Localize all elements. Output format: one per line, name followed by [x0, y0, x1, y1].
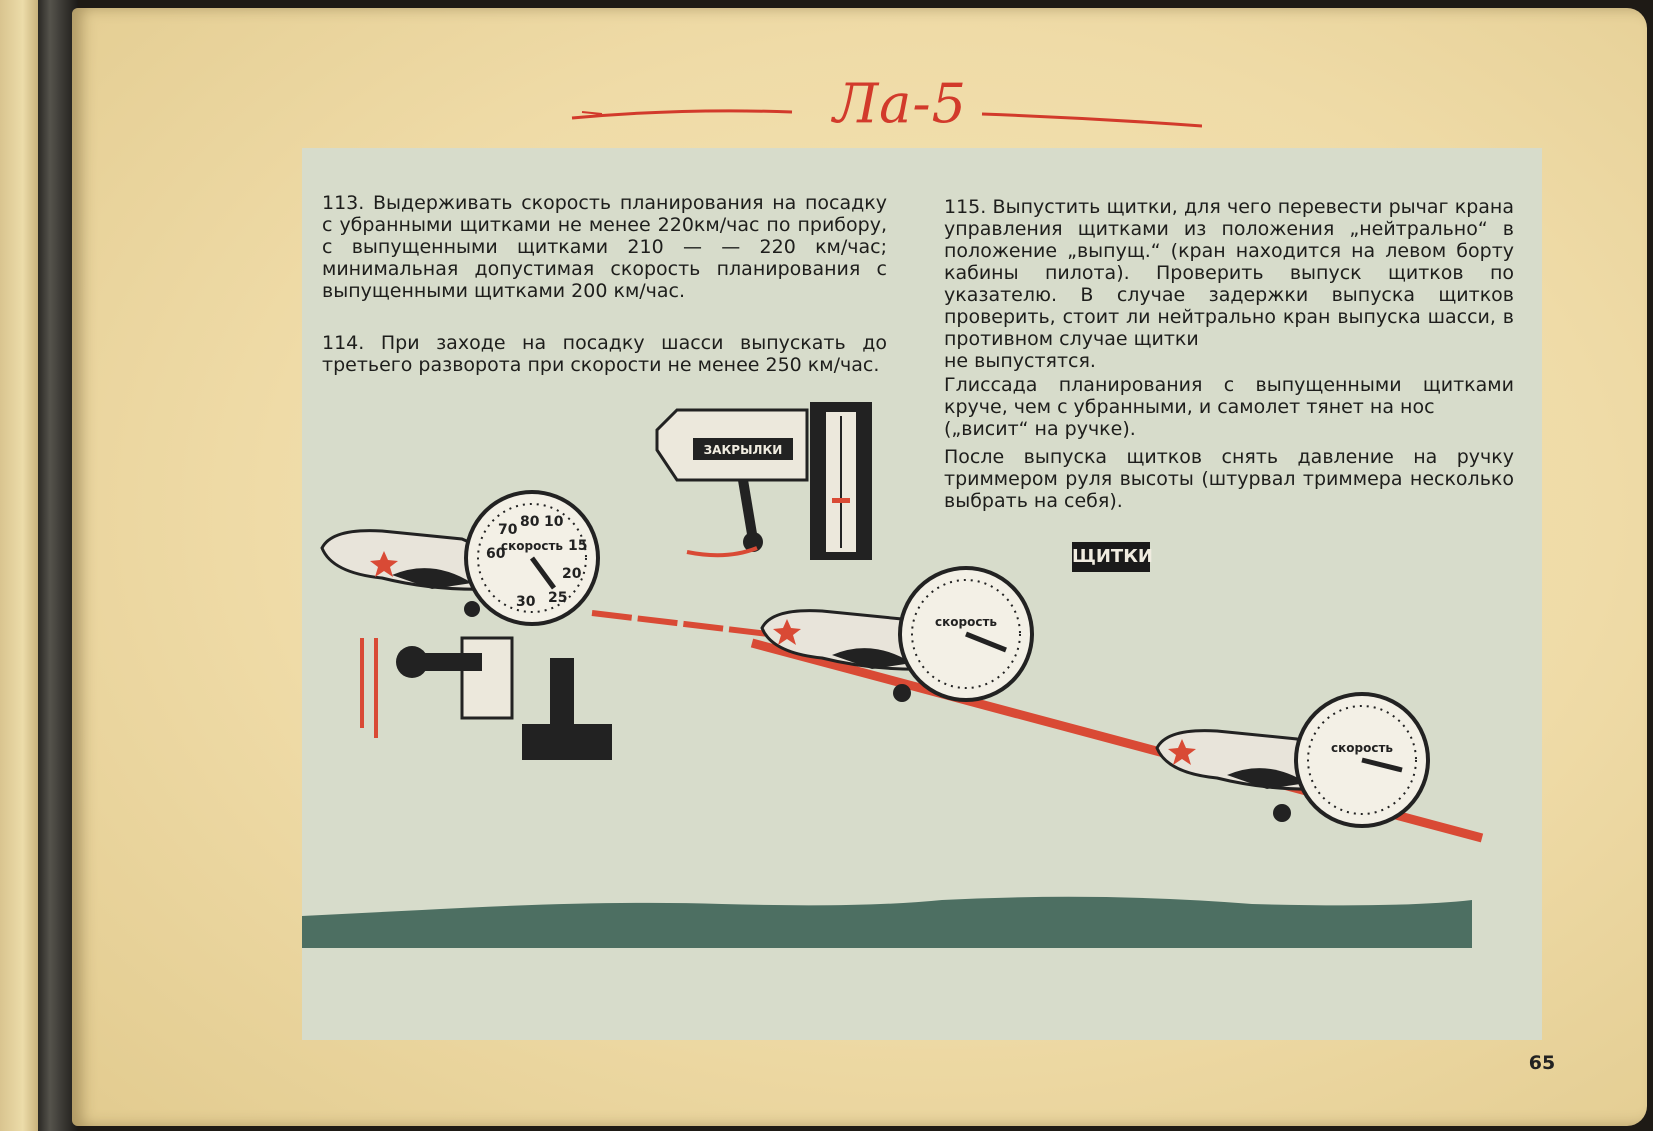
speedometer-3-needle	[1361, 757, 1403, 773]
ground-strip	[302, 896, 1472, 948]
aircraft-2-star	[773, 619, 801, 645]
title-rule-left	[571, 109, 793, 120]
speedometer-1-tick: 80	[520, 514, 540, 530]
aircraft-3-wheel	[1273, 804, 1291, 822]
paragraph-after-flaps: После выпуска щитков снять давление на р…	[944, 446, 1514, 512]
aircraft-1-fuselage	[320, 529, 514, 591]
flap-indicator-label: ЩИТКИ	[1072, 542, 1153, 572]
flap-indicator	[810, 402, 872, 560]
speedometer-1-tick: 10	[544, 514, 564, 530]
book-page: Ла-5	[72, 8, 1647, 1126]
speedometer-1-tick: 60	[486, 546, 506, 562]
aircraft-1	[320, 529, 514, 617]
paragraph-glide: Глиссада планирования с выпущенными щитк…	[944, 374, 1514, 440]
page-number: 65	[1528, 1052, 1556, 1074]
speedometer-2-label: скорость	[935, 615, 997, 629]
aircraft-3-star	[1168, 739, 1196, 765]
paragraph-glide-end: („висит“ на ручке).	[944, 418, 1136, 440]
paragraph-113: 113. Выдерживать скорость планирования н…	[322, 192, 887, 302]
aircraft-1-star	[370, 551, 398, 577]
landing-glide-illustration: скорость 70 80 10 15 20 25 30 60 скорост…	[302, 402, 1484, 948]
title-rule-right	[981, 112, 1202, 128]
gear-lever	[360, 636, 612, 760]
paragraph-114: 114. При заходе на посадку шасси выпуска…	[322, 332, 887, 376]
paragraph-115-end: не выпустятся.	[944, 350, 1096, 372]
flap-valve-box: ЗАКРЫЛКИ	[655, 408, 809, 558]
page-title: Ла-5	[833, 72, 967, 135]
book-binding	[38, 0, 78, 1131]
flap-valve-plate	[693, 438, 793, 460]
flap-valve-lever	[738, 479, 758, 541]
adjacent-page-edge	[0, 0, 38, 1131]
speedometer-3-label: скорость	[1331, 741, 1393, 755]
speedometer-1: скорость 70 80 10 15 20 25 30 60	[464, 490, 600, 626]
content-panel: скорость 70 80 10 15 20 25 30 60 скорост…	[302, 148, 1542, 1040]
paragraph-115-text: 115. Выпустить щитки, для чего перевести…	[944, 196, 1514, 350]
page-header: Ла-5	[562, 68, 1202, 148]
title-rule-hook	[581, 111, 603, 115]
flap-valve-label: ЗАКРЫЛКИ	[704, 443, 783, 457]
speedometer-1-tick: 25	[548, 590, 567, 606]
speedometer-1-needle	[529, 556, 557, 590]
aircraft-2-shadow	[832, 648, 912, 669]
speedometer-1-tick: 20	[562, 566, 582, 582]
speedometer-1-label: скорость	[501, 539, 563, 553]
paragraph-glide-text: Глиссада планирования с выпущенными щитк…	[944, 374, 1514, 418]
speedometer-2-needle	[965, 631, 1007, 653]
aircraft-1-wheel	[464, 601, 480, 617]
flap-valve-arrow	[686, 546, 758, 558]
aircraft-3-shadow	[1227, 768, 1307, 789]
speedometer-3: скорость	[1294, 692, 1430, 828]
speedometer-2: скорость	[898, 566, 1034, 702]
aircraft-2-wheel	[893, 684, 911, 702]
title-ornament	[571, 109, 1202, 128]
speedometer-1-tick: 15	[568, 538, 587, 554]
paragraph-115: 115. Выпустить щитки, для чего перевести…	[944, 196, 1514, 372]
speedometer-1-tick: 70	[498, 522, 518, 538]
aircraft-1-shadow	[392, 568, 472, 589]
speedometer-1-tick: 30	[516, 594, 536, 610]
